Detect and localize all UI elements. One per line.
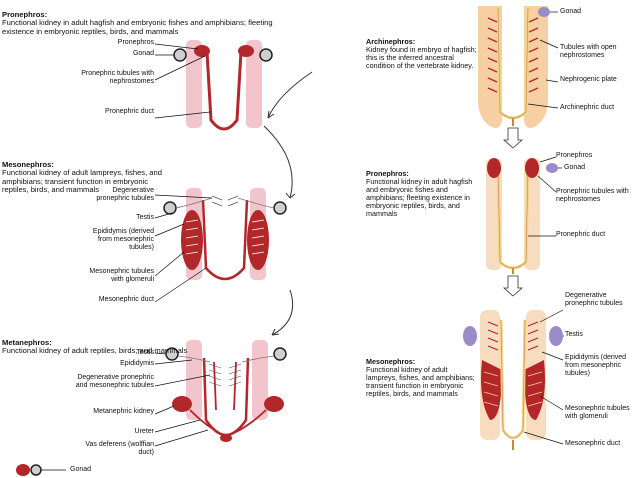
left-metanephros-diagram (154, 340, 287, 447)
left-pronephros-title: Pronephros: (2, 9, 48, 19)
left-label-mesonephric-tubules: Mesonephric tubules with glomeruli (89, 268, 154, 283)
right-label-gonad-arch: Gonad (560, 8, 582, 15)
right-label-degenerative-pronephric: Degenerative pronephric tubules (565, 292, 623, 307)
right-pronephros-desc: Functional kidney in adult hagfish and e… (366, 177, 473, 219)
left-label-pronephric-duct: Pronephric duct (104, 108, 154, 115)
left-pronephros-caption: Pronephros: Functional kidney in adult h… (2, 2, 302, 36)
left-label-pronephric-tubules: Pronephric tubules with nephrostomes (81, 70, 154, 85)
right-label-nephrogenic-plate: Nephrogenic plate (560, 76, 617, 83)
transition-arrow-1 (267, 71, 313, 119)
right-label-gonad-pro: Gonad (564, 164, 586, 171)
transition-arrow-3 (271, 289, 294, 336)
left-pronephros-diagram (154, 40, 273, 131)
left-label-degenerative-pronephric: Degenerative pronephric tubules (96, 187, 154, 202)
left-mesonephros-title: Mesonephros: (2, 159, 54, 169)
down-arrow-1 (502, 127, 524, 149)
right-label-mesonephric-duct: Mesonephric duct (565, 440, 621, 447)
right-label-archinephric-duct: Archinephric duct (560, 104, 615, 111)
transition-arrow-2 (263, 125, 293, 199)
right-label-epididymis: Epididymis (derived from mesonephric tub… (565, 354, 627, 377)
legend-gonad-label: Gonad (70, 466, 92, 473)
left-metanephros-title: Metanephros: (2, 337, 52, 347)
down-arrow-2 (502, 275, 524, 297)
right-mesonephros-diagram (463, 309, 564, 450)
left-label-ureter: Ureter (134, 428, 154, 435)
right-archinephros-desc: Kidney found in embryo of hagfish; this … (366, 45, 477, 71)
right-archinephros-caption: Archinephros: Kidney found in embryo of … (366, 30, 478, 70)
left-label-testis-meta: Testis (136, 349, 154, 356)
right-label-testis: Testis (565, 331, 583, 338)
right-pronephros-diagram (486, 156, 562, 274)
left-mesonephros-desc: Functional kidney of adult lampreys, fis… (2, 168, 162, 194)
left-pronephros-desc: Functional kidney in adult hagfish and e… (2, 18, 273, 36)
right-label-mesonephric-tubules: Mesonephric tubules with glomeruli (565, 405, 630, 420)
right-label-pronephric-tubules: Pronephric tubules with nephrostomes (556, 188, 629, 203)
left-label-pronephros: Pronephros (117, 39, 154, 46)
right-archinephros-title: Archinephros: (366, 37, 416, 47)
left-label-epididymis-meta: Epididymis (120, 360, 154, 367)
right-pronephros-caption: Pronephros: Functional kidney in adult h… (366, 162, 478, 218)
right-archinephros-diagram (478, 6, 559, 128)
right-mesonephros-desc: Functional kidney of adult lampreys, fis… (366, 365, 475, 399)
left-label-vas-deferens: Vas deferens (wolffian duct) (85, 441, 154, 456)
left-label-testis-meso: Testis (136, 214, 154, 221)
left-label-gonad: Gonad (132, 50, 154, 57)
left-label-degenerative-tubules: Degenerative pronephric and mesonephric … (75, 374, 154, 389)
left-metanephros-caption: Metanephros: Functional kidney of adult … (2, 330, 202, 356)
left-label-epididymis-meso: Epididymis (derived from mesonephric tub… (92, 228, 154, 251)
left-label-mesonephric-duct: Mesonephric duct (98, 296, 154, 303)
right-mesonephros-caption: Mesonephros: Functional kidney of adult … (366, 350, 478, 398)
right-label-pronephros: Pronephros (556, 152, 593, 159)
left-mesonephros-diagram (154, 188, 287, 303)
right-pronephros-title: Pronephros: (366, 169, 409, 179)
legend-gonad-icon (16, 464, 66, 476)
left-metanephros-desc: Functional kidney of adult reptiles, bir… (2, 346, 188, 355)
right-label-tubules-open: Tubules with open nephrostomes (560, 44, 617, 59)
left-label-metanephric-kidney: Metanephric kidney (93, 408, 154, 415)
right-mesonephros-title: Mesonephros: (366, 357, 416, 367)
left-mesonephros-caption: Mesonephros: Functional kidney of adult … (2, 152, 174, 195)
right-label-pronephric-duct: Pronephric duct (556, 231, 606, 238)
